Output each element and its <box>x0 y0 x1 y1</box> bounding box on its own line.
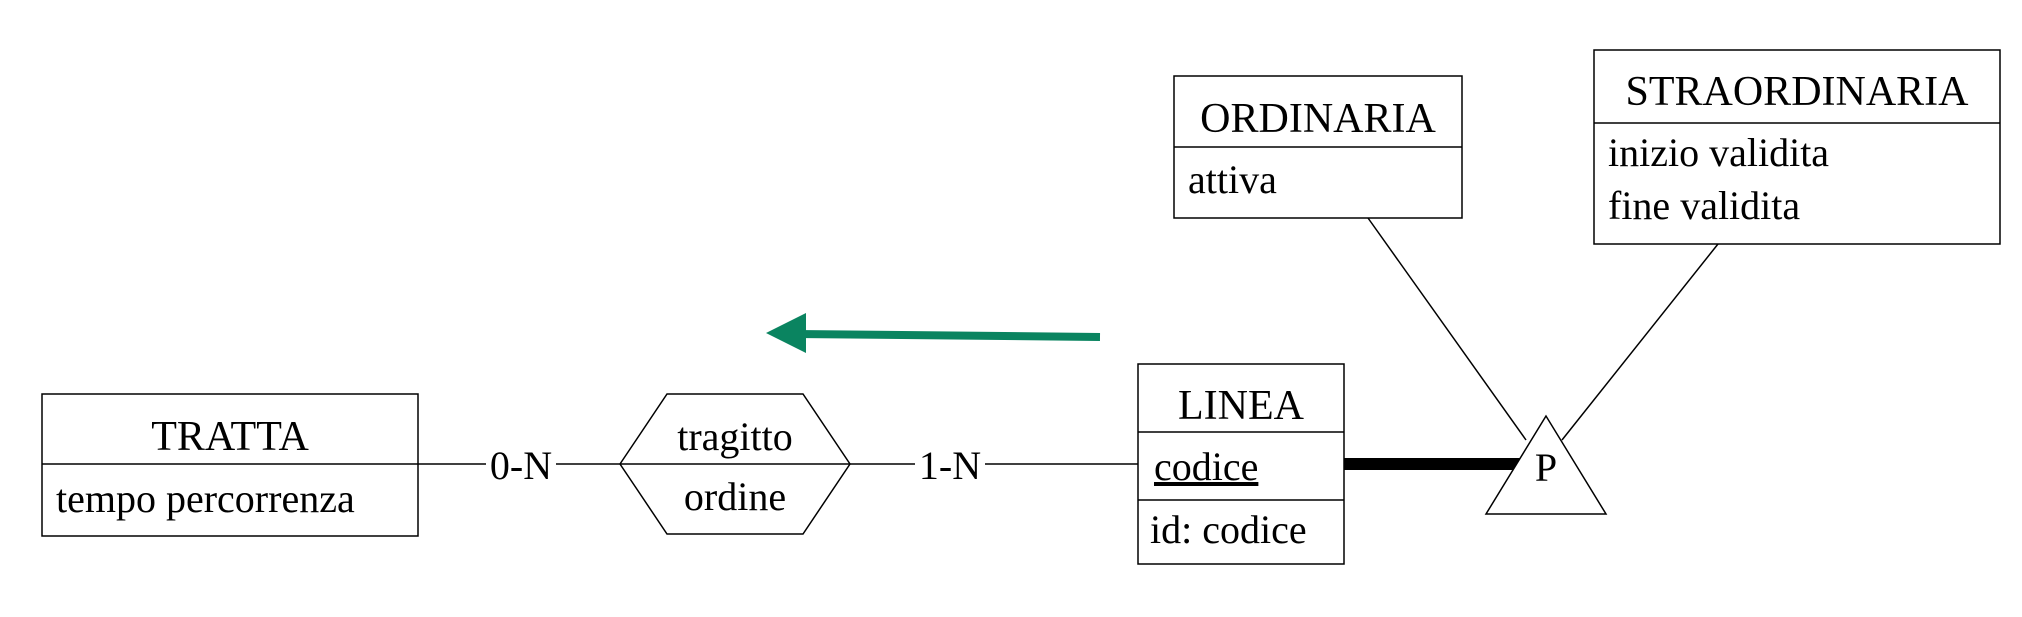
green-arrow <box>766 313 1101 353</box>
entity-linea[interactable]: LINEA codice id: codice <box>1137 363 1345 565</box>
connector-ordinaria-generalization <box>1367 217 1527 441</box>
entity-ordinaria[interactable]: ORDINARIA attiva <box>1173 75 1463 219</box>
entity-ordinaria-attribute: attiva <box>1188 157 1277 202</box>
entity-tratta-attribute: tempo percorrenza <box>56 476 355 521</box>
generalization-p[interactable]: P <box>1484 414 1608 515</box>
generalization-triangle <box>1484 414 1608 515</box>
entity-ordinaria-name: ORDINARIA <box>1200 96 1436 142</box>
green-arrow-head <box>766 313 806 353</box>
entity-linea-name: LINEA <box>1178 383 1305 429</box>
entity-straordinaria-box <box>1593 49 2001 245</box>
entity-straordinaria-attribute-fine: fine validita <box>1608 183 1800 228</box>
entity-straordinaria[interactable]: STRAORDINARIA inizio validita fine valid… <box>1593 49 2001 245</box>
entity-linea-box <box>1137 363 1345 565</box>
generalization-label: P <box>1535 445 1557 490</box>
entity-tratta-name: TRATTA <box>151 414 309 460</box>
relationship-attribute: ordine <box>684 474 786 519</box>
entity-tratta-box <box>41 393 419 537</box>
cardinality-linea: 1-N <box>919 443 981 488</box>
entity-straordinaria-attribute-inizio: inizio validita <box>1608 130 1829 175</box>
entity-linea-identifier: id: codice <box>1150 507 1307 552</box>
entity-tratta[interactable]: TRATTA tempo percorrenza <box>41 393 419 537</box>
relationship-name: tragitto <box>677 414 793 459</box>
green-arrow-shaft <box>794 330 1101 341</box>
connector-straordinaria-generalization <box>1561 243 1719 441</box>
entity-linea-attribute-codice: codice <box>1154 444 1258 489</box>
cardinality-tratta: 0-N <box>490 443 552 488</box>
entity-straordinaria-name: STRAORDINARIA <box>1625 69 1969 115</box>
relationship-tragitto[interactable]: tragitto ordine <box>619 393 851 535</box>
